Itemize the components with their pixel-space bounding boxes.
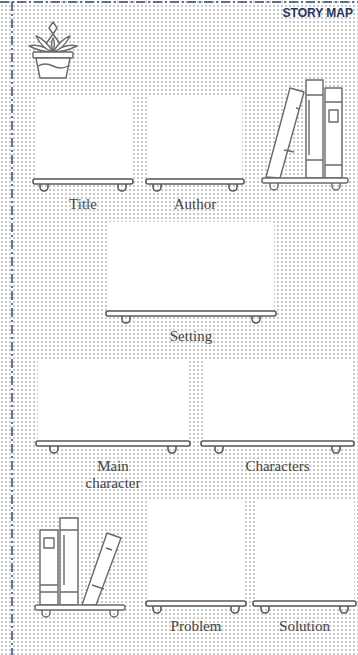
- shelf-wheel: [340, 606, 348, 613]
- box-label: Setting: [105, 328, 277, 345]
- story-element: Main character: [35, 360, 191, 492]
- shelf-bar: [253, 601, 356, 606]
- cart-shelf: [145, 600, 247, 618]
- writing-box: [148, 500, 244, 600]
- shelf-bar: [36, 441, 190, 446]
- writing-box: [203, 360, 352, 440]
- cart-shelf: [32, 178, 134, 196]
- writing-box: [38, 360, 188, 440]
- cart-shelf: [145, 178, 245, 196]
- writing-box: [108, 222, 274, 310]
- shelf-wheel: [229, 184, 237, 191]
- shelf-wheel: [252, 316, 260, 323]
- shelf-wheel: [215, 446, 223, 453]
- page-title: STORY MAP: [283, 6, 353, 20]
- shelf-wheel: [122, 316, 130, 323]
- books-icon: [35, 518, 125, 617]
- box-label: Solution: [252, 618, 357, 635]
- shelf-wheel: [153, 606, 161, 613]
- box-label: Title: [32, 196, 134, 213]
- shelf-bar: [33, 179, 133, 184]
- shelf-bar: [146, 179, 244, 184]
- cart-shelf: [105, 310, 277, 328]
- story-element: Title: [32, 95, 134, 213]
- shelf-bar: [106, 311, 276, 316]
- cart-shelf: [35, 440, 191, 458]
- cart-shelf: [200, 440, 355, 458]
- shelf-wheel: [50, 446, 58, 453]
- shelf-wheel: [153, 184, 161, 191]
- box-label: Author: [145, 196, 245, 213]
- box-label: Main character: [72, 458, 154, 492]
- shelf-wheel: [261, 606, 269, 613]
- box-label: Problem: [145, 618, 247, 635]
- writing-box: [35, 95, 131, 178]
- box-label: Characters: [200, 458, 355, 475]
- story-element: Characters: [200, 360, 355, 475]
- plant-icon: [29, 22, 77, 78]
- shelf-bar: [146, 601, 246, 606]
- writing-box: [148, 95, 242, 178]
- story-element: Problem: [145, 500, 247, 635]
- books-icon: [262, 80, 348, 190]
- story-element: Solution: [252, 500, 357, 635]
- shelf-wheel: [168, 446, 176, 453]
- shelf-bar: [201, 441, 354, 446]
- story-element: Author: [145, 95, 245, 213]
- writing-box: [255, 500, 354, 600]
- shelf-wheel: [231, 606, 239, 613]
- shelf-wheel: [118, 184, 126, 191]
- story-element: Setting: [105, 222, 277, 345]
- shelf-wheel: [332, 446, 340, 453]
- cart-shelf: [252, 600, 357, 618]
- shelf-wheel: [40, 184, 48, 191]
